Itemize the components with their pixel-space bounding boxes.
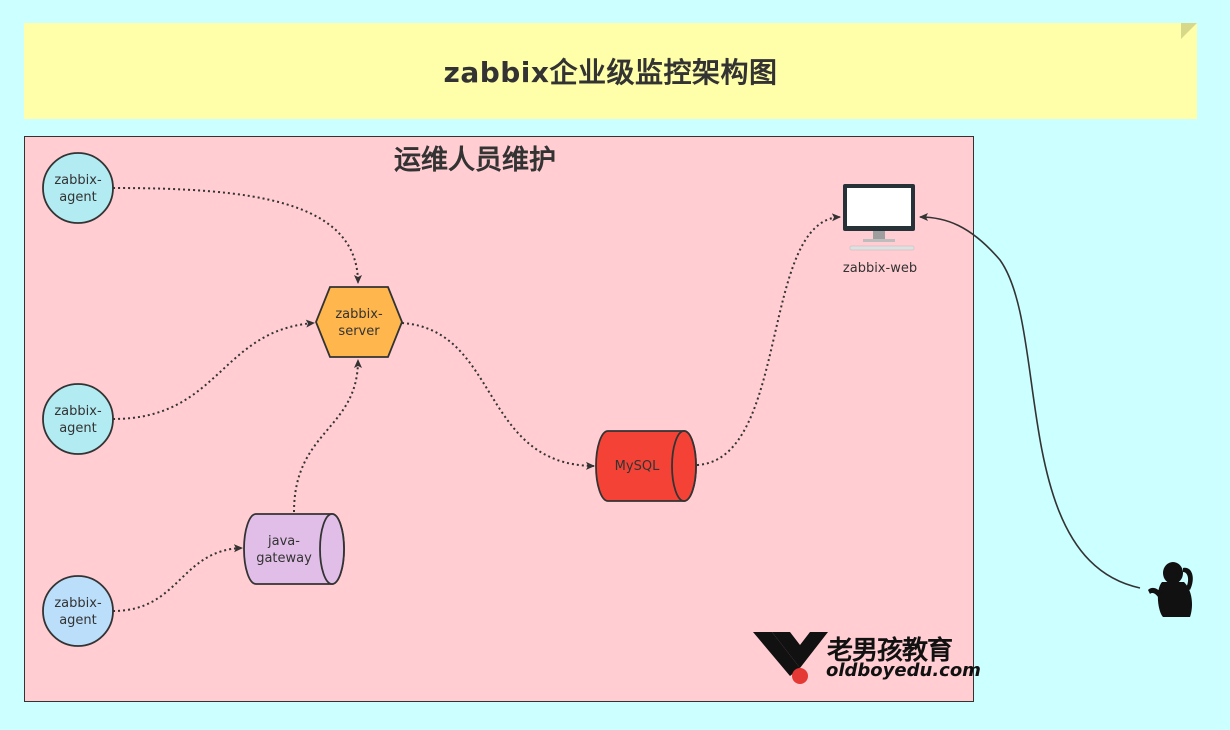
agent-label-2: zabbix-agent <box>54 404 102 436</box>
gateway-label: java-gateway <box>256 534 312 566</box>
agent-label-1: zabbix-agent <box>54 173 102 205</box>
edge-server-mysql <box>401 322 595 470</box>
edge-user-web <box>919 213 1141 589</box>
edge-agent3-gateway <box>112 544 243 612</box>
title-note: zabbix企业级监控架构图 <box>24 23 1197 119</box>
panel-title: 运维人员维护 <box>394 145 556 176</box>
gateway-node <box>243 513 345 585</box>
note-fold <box>1181 23 1197 39</box>
edge-gateway-server <box>293 359 362 513</box>
logo-mark <box>753 632 828 684</box>
user-icon <box>1148 562 1193 617</box>
server-label: zabbix-server <box>335 307 383 339</box>
agent-node-1 <box>42 152 114 224</box>
logo-text-cn: 老男孩教育 <box>827 636 953 666</box>
mysql-node <box>595 430 697 502</box>
agent-label-3: zabbix-agent <box>54 596 102 628</box>
agent-node-2 <box>42 383 114 455</box>
edge-agent1-server <box>112 187 362 284</box>
mysql-label: MySQL <box>614 459 660 474</box>
edge-agent2-server <box>112 319 315 420</box>
ops-panel <box>24 136 974 702</box>
monitor-icon <box>843 184 915 251</box>
logo-text-en: oldboyedu.com <box>826 660 981 681</box>
diagram-title: zabbix企业级监控架构图 <box>443 56 778 89</box>
web-label: zabbix-web <box>842 261 918 276</box>
edge-mysql-web <box>696 213 841 466</box>
server-node <box>315 286 403 358</box>
agent-node-3 <box>42 575 114 647</box>
